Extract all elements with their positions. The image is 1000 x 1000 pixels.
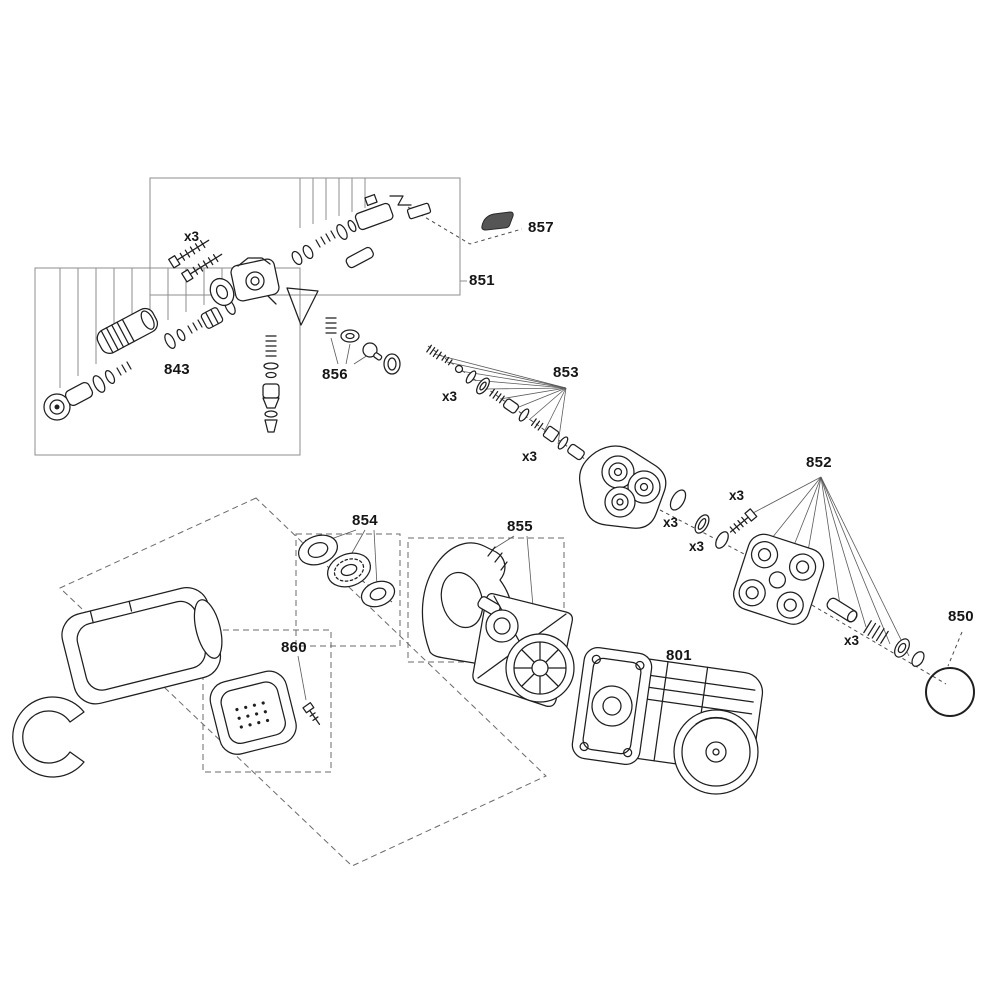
part-label-856: 856 xyxy=(322,366,348,383)
leaders-853 xyxy=(433,353,567,445)
part-label-852: 852 xyxy=(806,454,832,471)
part-label-851: 851 xyxy=(469,272,495,289)
part-label-860: 860 xyxy=(281,639,307,656)
leaders-856 xyxy=(330,337,369,365)
valve-chain-851 xyxy=(262,335,280,433)
qty-label: x3 xyxy=(689,539,705,554)
leaders-852 xyxy=(752,476,910,657)
pump-assembly-855 xyxy=(472,593,575,707)
head-seals xyxy=(669,489,729,549)
part-label-853: 853 xyxy=(553,364,579,381)
pump-valve-head-853 xyxy=(578,445,667,529)
part-label-850: 850 xyxy=(948,608,974,625)
piston-chain-852 xyxy=(826,597,925,667)
part-label-801: 801 xyxy=(666,647,692,664)
assembly-axes xyxy=(304,206,963,685)
qty-label: x3 xyxy=(442,389,458,404)
valve-block-851 xyxy=(209,257,280,307)
part-label-855: 855 xyxy=(507,518,533,535)
chain-856 xyxy=(325,317,401,375)
washers-854 xyxy=(297,534,396,608)
leader-860 xyxy=(297,655,307,701)
screw-set-851 xyxy=(168,239,223,283)
motor-assembly-801 xyxy=(571,647,764,795)
clip-857 xyxy=(481,211,514,231)
housing-860 xyxy=(12,586,321,778)
group-boundaries xyxy=(59,497,565,867)
qty-label: x3 xyxy=(844,633,860,648)
gasket-triangle xyxy=(286,287,319,326)
qty-label: x3 xyxy=(729,488,745,503)
chain-843 xyxy=(43,299,236,421)
pump-cover-852 xyxy=(733,533,825,625)
qty-label: x3 xyxy=(663,515,679,530)
o-ring-850 xyxy=(925,667,975,717)
qty-label: x3 xyxy=(184,229,200,244)
part-label-854: 854 xyxy=(352,512,378,529)
bolt-852 xyxy=(729,508,758,534)
part-label-857: 857 xyxy=(528,219,554,236)
qty-label: x3 xyxy=(522,449,538,464)
part-label-843: 843 xyxy=(164,361,190,378)
chain-853 xyxy=(426,344,585,461)
outlet-chain-851 xyxy=(291,193,432,269)
group-frame-851 xyxy=(149,177,467,296)
